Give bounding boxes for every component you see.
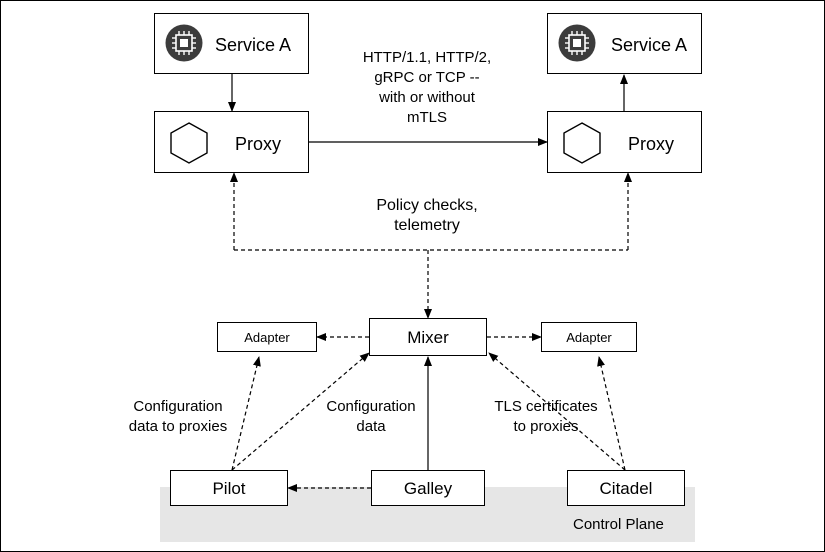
proxy-right-label: Proxy bbox=[628, 134, 675, 154]
adapter-right-box: Adapter bbox=[541, 322, 637, 352]
protocol-note-line-1: HTTP/1.1, HTTP/2, bbox=[362, 49, 492, 66]
control-plane-label: Control Plane bbox=[573, 516, 664, 533]
pilot-to-mixer-arrow bbox=[231, 352, 370, 471]
pilot-box: Pilot bbox=[170, 470, 288, 506]
tls-note: TLS certificates to proxies bbox=[481, 397, 611, 437]
hexagon-icon bbox=[170, 122, 208, 164]
chip-icon bbox=[165, 24, 203, 62]
config-to-proxies-note: Configuration data to proxies bbox=[113, 397, 243, 437]
protocol-note: HTTP/1.1, HTTP/2, gRPC or TCP -- with or… bbox=[342, 48, 512, 128]
service-a-left-label: Service A bbox=[215, 35, 292, 55]
protocol-note-line-4: mTLS bbox=[406, 109, 447, 126]
config-note: Configuration data bbox=[311, 397, 431, 437]
citadel-label: Citadel bbox=[599, 479, 653, 498]
citadel-box: Citadel bbox=[567, 470, 685, 506]
tls-note-line-2: to proxies bbox=[513, 418, 579, 435]
galley-label: Galley bbox=[403, 479, 453, 498]
config-to-proxies-note-line-1: Configuration bbox=[133, 398, 223, 415]
citadel-to-adapter-arrow bbox=[597, 356, 626, 471]
pilot-label: Pilot bbox=[212, 479, 246, 498]
citadel-to-mixer-arrow bbox=[488, 352, 626, 471]
protocol-note-line-2: gRPC or TCP -- bbox=[374, 69, 480, 86]
proxy-left-box: Proxy bbox=[154, 111, 309, 173]
config-note-line-2: data bbox=[356, 418, 386, 435]
service-a-left-box: Service A bbox=[154, 13, 309, 74]
mixer-box: Mixer bbox=[369, 318, 487, 356]
adapter-right-label: Adapter bbox=[566, 330, 612, 345]
mixer-label: Mixer bbox=[407, 328, 449, 347]
service-a-right-box: Service A bbox=[547, 13, 702, 74]
config-note-line-1: Configuration bbox=[326, 398, 416, 415]
adapter-left-box: Adapter bbox=[217, 322, 317, 352]
tls-note-line-1: TLS certificates bbox=[494, 398, 598, 415]
protocol-note-line-3: with or without bbox=[379, 89, 475, 106]
adapter-left-label: Adapter bbox=[244, 330, 290, 345]
hexagon-icon bbox=[563, 122, 601, 164]
policy-note-line-1: Policy checks, bbox=[376, 197, 478, 214]
pilot-to-adapter-arrow bbox=[231, 356, 261, 471]
chip-icon bbox=[558, 24, 596, 62]
proxy-left-label: Proxy bbox=[235, 134, 282, 154]
galley-box: Galley bbox=[371, 470, 485, 506]
service-a-right-label: Service A bbox=[611, 35, 688, 55]
policy-note-line-2: telemetry bbox=[394, 217, 460, 234]
proxy-right-box: Proxy bbox=[547, 111, 702, 173]
policy-note: Policy checks, telemetry bbox=[347, 196, 507, 236]
config-to-proxies-note-line-2: data to proxies bbox=[128, 418, 228, 435]
